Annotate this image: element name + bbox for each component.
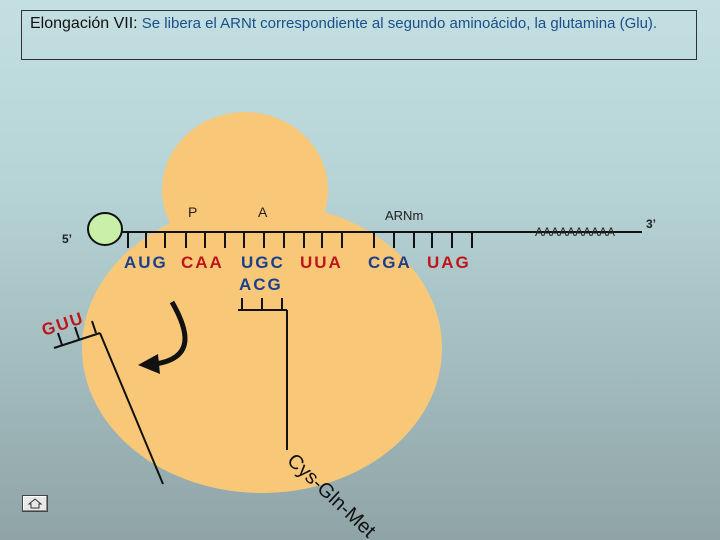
release-arrow (154, 300, 188, 367)
a-site-label: A (258, 204, 268, 220)
title-box: Elongación VII: Se libera el ARNt corres… (21, 10, 697, 60)
codon-1: AUG (124, 253, 168, 272)
released-trna (53, 320, 164, 485)
five-prime-cap (87, 212, 123, 246)
bound-trna (238, 298, 288, 450)
codon-6: UAG (427, 253, 471, 272)
five-prime-label: 5’ (62, 232, 72, 246)
slide-title-heading: Elongación VII: (30, 15, 138, 32)
mrna-base-ticks (127, 232, 473, 248)
release-arrow-head (138, 354, 160, 374)
codon-2: CAA (181, 253, 224, 272)
released-trna-anticodon: GUU (39, 308, 87, 340)
slide-title-description: Se libera el ARNt correspondiente al seg… (137, 15, 658, 32)
codon-3: UGC (241, 253, 285, 272)
ribosome-large-subunit (82, 203, 442, 493)
codon-5: CGA (368, 253, 412, 272)
home-icon (27, 498, 43, 509)
p-site-label: P (188, 204, 197, 220)
three-prime-label: 3’ (646, 217, 656, 231)
poly-a-tail: AAAAAAAAAA (535, 225, 615, 239)
mrna-label: ARNm (385, 208, 423, 223)
codon-4: UUA (300, 253, 343, 272)
home-button[interactable] (22, 495, 48, 512)
bound-trna-anticodon: ACG (239, 275, 283, 294)
